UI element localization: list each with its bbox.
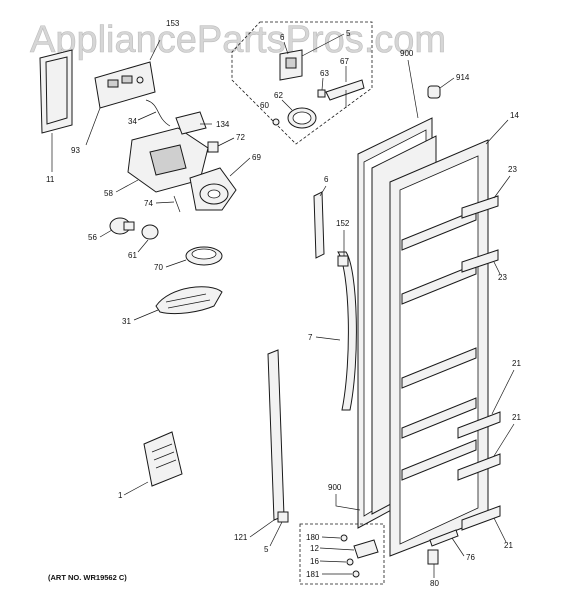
- callout-134: 134: [216, 120, 230, 129]
- callout-914: 914: [456, 73, 470, 82]
- callout-152: 152: [336, 219, 350, 228]
- callout-60: 60: [260, 101, 269, 110]
- part-72-switch: [207, 141, 219, 153]
- callout-12: 12: [310, 544, 319, 553]
- callout-93: 93: [71, 146, 80, 155]
- callout-63: 63: [320, 69, 329, 78]
- callout-6a: 6: [280, 33, 285, 42]
- part-12-hinge-bracket: [353, 539, 379, 559]
- callout-74: 74: [144, 199, 153, 208]
- callout-76: 76: [466, 553, 475, 562]
- part-180-screw: [340, 534, 348, 542]
- part-7-handle: [337, 251, 357, 411]
- part-67-bracket: [325, 79, 365, 108]
- liner-shelves: [401, 209, 477, 481]
- part-181-screw: [352, 570, 360, 578]
- part-11-panel: [39, 49, 73, 134]
- part-6-bracket: [279, 49, 303, 81]
- part-152-hinge: [337, 255, 349, 267]
- part-62-gasket: [287, 107, 317, 129]
- part-23-bin-lower: [461, 249, 499, 273]
- part-21-bin-1: [457, 411, 501, 439]
- callout-56: 56: [88, 233, 97, 242]
- callout-5a: 5: [346, 29, 351, 38]
- watermark: AppliancePartsPros.com: [30, 19, 446, 61]
- art-number: (ART NO. WR19562 C): [48, 573, 127, 582]
- callout-21b: 21: [512, 413, 521, 422]
- callout-62: 62: [274, 91, 283, 100]
- part-31-ice-tray: [155, 286, 223, 315]
- part-63-clip: [317, 89, 326, 98]
- callout-34: 34: [128, 117, 137, 126]
- part-121-strip: [267, 349, 285, 521]
- part-74-spring: [173, 195, 181, 213]
- callout-16: 16: [310, 557, 319, 566]
- callout-153: 153: [166, 19, 180, 28]
- part-34-wire: [145, 99, 171, 127]
- part-56-valve: [109, 217, 135, 235]
- callout-23b: 23: [498, 273, 507, 282]
- part-60-screw: [272, 118, 280, 126]
- part-6-strip: [313, 191, 325, 259]
- part-23-bin-upper: [461, 195, 499, 219]
- callout-67: 67: [340, 57, 349, 66]
- callout-1: 1: [118, 491, 123, 500]
- part-61-fitting: [141, 224, 159, 240]
- dashed-group-box: [231, 21, 373, 145]
- callout-70: 70: [154, 263, 163, 272]
- callout-900a: 900: [400, 49, 414, 58]
- callout-21a: 21: [512, 359, 521, 368]
- part-70-cup: [185, 246, 223, 266]
- callout-121: 121: [234, 533, 248, 542]
- part-1-manual: [143, 431, 183, 487]
- callout-5b: 5: [264, 545, 269, 554]
- part-21-bin-2: [457, 453, 501, 481]
- callout-11: 11: [46, 175, 55, 184]
- callout-900b: 900: [328, 483, 342, 492]
- part-5-clip: [277, 511, 289, 523]
- callout-181: 181: [306, 570, 320, 579]
- part-914-cap: [427, 85, 441, 99]
- part-76-pin: [429, 529, 459, 547]
- callout-14: 14: [510, 111, 519, 120]
- callout-7: 7: [308, 333, 313, 342]
- part-69-motor: [189, 167, 237, 211]
- callout-23a: 23: [508, 165, 517, 174]
- callout-180: 180: [306, 533, 320, 542]
- part-80-bushing: [427, 549, 439, 565]
- part-14-liner: [389, 139, 489, 557]
- callout-21c: 21: [504, 541, 513, 550]
- callout-72: 72: [236, 133, 245, 142]
- dashed-hinge-box: [299, 523, 385, 585]
- part-21-bin-3: [461, 505, 501, 531]
- callout-6b: 6: [324, 175, 329, 184]
- callout-58: 58: [104, 189, 113, 198]
- callout-69: 69: [252, 153, 261, 162]
- callout-80: 80: [430, 579, 439, 588]
- callout-31: 31: [122, 317, 131, 326]
- part-16-screw: [346, 558, 354, 566]
- callout-61: 61: [128, 251, 137, 260]
- part-93-control-board: [94, 61, 156, 109]
